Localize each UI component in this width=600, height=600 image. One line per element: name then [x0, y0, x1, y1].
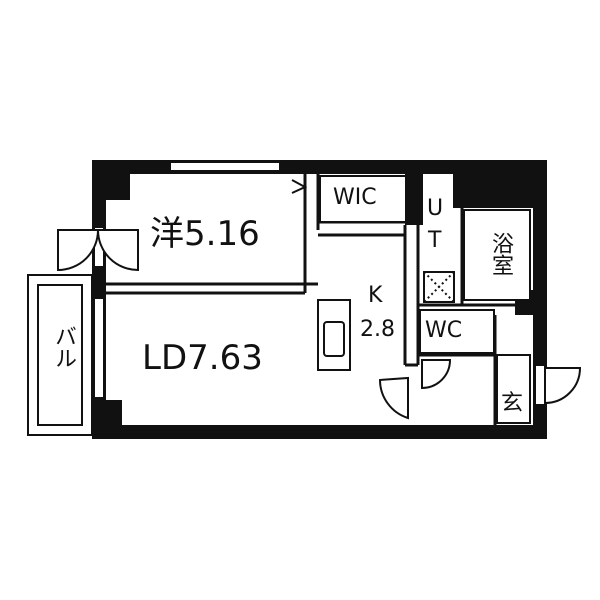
washer-pan: [423, 271, 455, 303]
room-label-entrance: 玄: [501, 391, 524, 416]
room-label-ut-u: U: [427, 196, 444, 221]
room-label-wic: WIC: [333, 185, 377, 210]
wc-box: [419, 309, 495, 354]
entrance-box: [496, 354, 531, 424]
room-label-kitchen-letter: K: [368, 283, 383, 308]
room-label-kitchen-size: 2.8: [360, 317, 395, 342]
room-label-ld: LD7.63: [142, 338, 263, 378]
bath-box: [463, 209, 531, 301]
room-label-wc: WC: [425, 318, 463, 343]
doors: [57, 179, 582, 420]
room-label-ut-t: T: [428, 228, 442, 253]
interior-walls: [106, 174, 533, 425]
room-label-balcony: バル: [51, 325, 76, 369]
room-label-western: 洋5.16: [150, 214, 260, 254]
room-label-bath: 浴室: [488, 232, 513, 276]
wic-box: [319, 175, 407, 223]
kitchen-counter: [317, 299, 351, 371]
balcony: [27, 274, 93, 436]
